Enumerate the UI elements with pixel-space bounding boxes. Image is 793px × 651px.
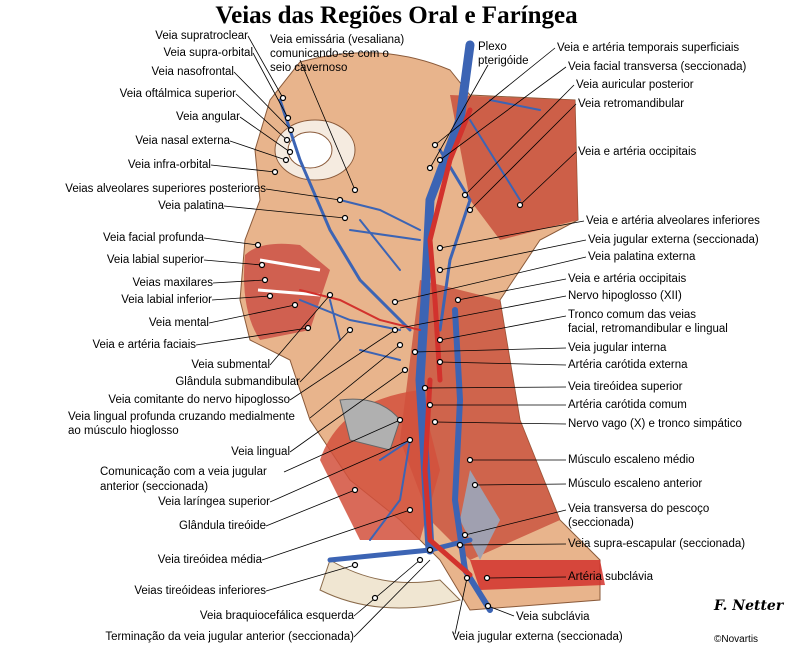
label-veia-submental: Veia submental <box>191 359 270 371</box>
netter-signature: F. Netter <box>714 598 784 614</box>
label-veia-jugular-externa-upper: Veia jugular externa (seccionada) <box>588 234 759 246</box>
label-veia-labial-superior: Veia labial superior <box>106 254 204 266</box>
label-veia-emissaria-line2: comunicando-se com o <box>270 48 389 60</box>
label-veia-lingual-profunda-line2: ao músculo hioglosso <box>68 425 179 437</box>
label-comunicacao-veia-jugular-line2: anterior (seccionada) <box>100 481 209 493</box>
label-veia-transversa-pescoco: Veia transversa do pescoço <box>568 503 710 515</box>
label-veia-nasofrontal: Veia nasofrontal <box>151 66 234 78</box>
label-arteria-carotida-externa: Artéria carótida externa <box>568 359 688 371</box>
label-veia-arteria-occipitais-lower: Veia e artéria occipitais <box>568 273 687 285</box>
label-veia-jugular-externa-lower: Veia jugular externa (seccionada) <box>452 631 623 643</box>
label-glandula-tireoide: Glândula tireóide <box>179 520 266 532</box>
label-veia-comitante-nervo-hipoglosso: Veia comitante do nervo hipoglosso <box>108 394 290 406</box>
label-veia-emissaria-line3: seio cavernoso <box>270 62 348 74</box>
label-tronco-comum-line2: facial, retromandibular e lingual <box>568 323 728 335</box>
label-tronco-comum: Tronco comum das veias <box>568 309 697 321</box>
label-veia-tireoidea-superior: Veia tireóidea superior <box>568 381 683 393</box>
label-veia-angular: Veia angular <box>176 111 240 123</box>
label-veias-alveolares-superiores-posteriores: Veias alveolares superiores posteriores <box>65 183 266 195</box>
label-veia-arteria-alveolares-inferiores: Veia e artéria alveolares inferiores <box>586 215 760 227</box>
label-veia-lingual-profunda: Veia lingual profunda cruzando medialmen… <box>68 411 295 423</box>
label-plexo-line2: pterigóide <box>478 55 529 67</box>
label-veia-arteria-temporais: Veia e artéria temporais superficiais <box>557 42 740 54</box>
label-arteria-subclavia: Artéria subclávia <box>568 571 654 583</box>
label-veia-infra-orbital: Veia infra-orbital <box>127 159 211 171</box>
label-veia-lingual: Veia lingual <box>231 446 290 458</box>
label-arteria-carotida-comum: Artéria carótida comum <box>568 399 687 411</box>
label-terminacao-veia-jugular-anterior: Terminação da veia jugular anterior (sec… <box>105 631 354 643</box>
copyright-text: ©Novartis <box>714 634 759 645</box>
label-veia-subclavia: Veia subclávia <box>516 611 590 623</box>
label-veia-transversa-pescoco-line2: (seccionada) <box>568 517 634 529</box>
label-veia-nasal-externa: Veia nasal externa <box>135 135 230 147</box>
label-veia-supratroclear: Veia supratroclear <box>155 30 248 42</box>
label-comunicacao-veia-jugular: Comunicação com a veia jugular <box>100 466 267 478</box>
label-veia-supra-orbital: Veia supra-orbital <box>163 47 254 59</box>
label-veia-palatina-externa: Veia palatina externa <box>588 251 696 263</box>
label-veia-emissaria: Veia emissária (vesaliana) <box>270 34 405 46</box>
label-musculo-escaleno-medio: Músculo escaleno médio <box>568 454 695 466</box>
label-veias-tireoideas-inferiores: Veias tireóideas inferiores <box>134 585 266 597</box>
label-veia-auricular-posterior: Veia auricular posterior <box>576 79 694 91</box>
label-veia-arteria-occipitais-upper: Veia e artéria occipitais <box>578 146 697 158</box>
label-nervo-hipoglosso: Nervo hipoglosso (XII) <box>568 290 682 302</box>
label-veia-labial-inferior: Veia labial inferior <box>121 294 212 306</box>
label-veia-e-arteria-faciais: Veia e artéria faciais <box>92 339 196 351</box>
label-veia-jugular-interna: Veia jugular interna <box>568 342 667 354</box>
label-musculo-escaleno-anterior: Músculo escaleno anterior <box>568 478 703 490</box>
label-nervo-vago: Nervo vago (X) e tronco simpático <box>568 418 742 430</box>
label-veia-facial-transversa: Veia facial transversa (seccionada) <box>568 61 747 73</box>
label-veia-supra-escapular: Veia supra-escapular (seccionada) <box>568 538 746 550</box>
label-veia-retromandibular: Veia retromandibular <box>578 98 685 110</box>
label-veia-palatina: Veia palatina <box>158 200 224 212</box>
arteries <box>299 107 473 578</box>
page-title: Veias das Regiões Oral e Faríngea <box>215 2 578 29</box>
label-veia-facial-profunda: Veia facial profunda <box>102 232 204 244</box>
label-glandula-submandibular: Glândula submandibular <box>175 376 300 388</box>
label-veia-laringea-superior: Veia laríngea superior <box>158 496 270 508</box>
label-veia-mental: Veia mental <box>148 317 209 329</box>
label-veia-braquiocefalica-esquerda: Veia braquiocefálica esquerda <box>199 610 354 622</box>
label-veias-maxilares: Veias maxilares <box>132 277 213 289</box>
leader-lines <box>195 35 587 638</box>
label-veia-tireoidea-media: Veia tireóidea média <box>157 554 262 566</box>
label-veia-oftalmica-superior: Veia oftálmica superior <box>119 88 236 100</box>
marker-dots <box>254 94 524 610</box>
label-plexo: Plexo <box>478 41 507 53</box>
